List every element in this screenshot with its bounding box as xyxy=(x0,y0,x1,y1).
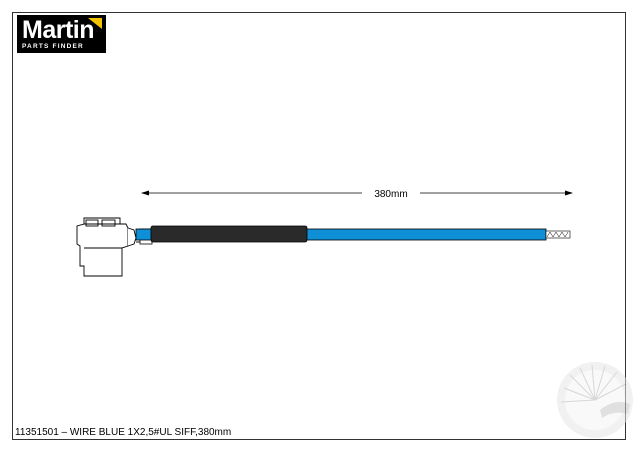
connector-icon xyxy=(76,217,140,277)
part-caption: 11351501 – WIRE BLUE 1X2,5#UL SIFF,380mm xyxy=(15,427,232,438)
arrow-left-icon xyxy=(141,190,149,196)
dimension-line: 380mm xyxy=(141,189,573,200)
arrow-right-icon xyxy=(565,190,573,196)
drawing-frame xyxy=(12,12,626,440)
logo-tagline: PARTS FINDER xyxy=(22,43,84,50)
watermark-icon xyxy=(557,362,633,438)
logo-brand: Martin xyxy=(22,16,95,44)
martin-logo: Martin PARTS FINDER xyxy=(17,15,106,53)
logo-flag-icon xyxy=(88,18,102,29)
shrink-sleeve xyxy=(150,225,308,243)
stripped-wire-end xyxy=(545,230,571,239)
dimension-label: 380mm xyxy=(374,189,407,200)
